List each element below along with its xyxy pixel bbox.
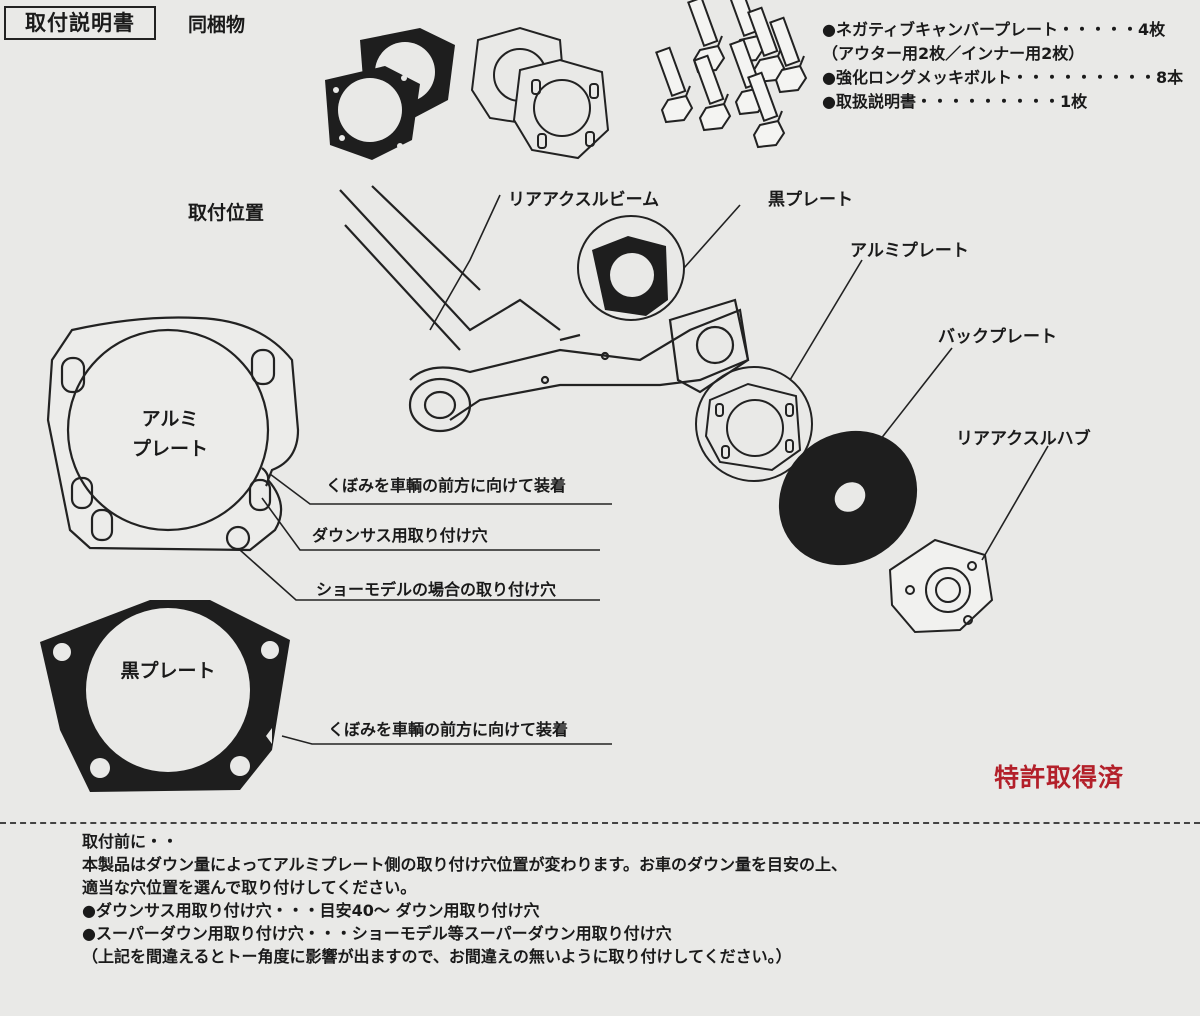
black-plate-inner-label: 黒プレート <box>120 660 216 682</box>
alumi-callout-lines <box>239 473 612 601</box>
alumi-plate-pair-illustration <box>470 26 610 160</box>
note-line: 本製品はダウン量によってアルミプレート側の取り付け穴位置が変わります。お車のダウ… <box>82 855 847 874</box>
contents-item: ●取扱説明書・・・・・・・・・1枚 <box>822 92 1088 111</box>
alumi-plate-inner-label: アルミ プレート <box>131 408 208 460</box>
black-plate-detail-illustration <box>40 600 290 792</box>
contents-list: ●ネガティブキャンバープレート・・・・・4枚 （アウター用2枚／インナー用2枚）… <box>822 18 1183 114</box>
alumi-plate-zoom-illustration <box>695 366 813 482</box>
note-line: 取付前に・・ <box>82 832 179 851</box>
black-callout-line <box>281 735 612 745</box>
installation-notes: 取付前に・・ 本製品はダウン量によってアルミプレート側の取り付け穴位置が変わりま… <box>82 830 847 968</box>
callout-downsus-hole: ダウンサス用取り付け穴 <box>312 526 488 545</box>
bolts-illustration <box>655 0 807 148</box>
section-divider <box>0 822 1200 824</box>
note-line: ●スーパーダウン用取り付け穴・・・ショーモデル等スーパーダウン用取り付け穴 <box>82 924 672 943</box>
patent-badge: 特許取得済 <box>994 763 1125 792</box>
contents-item: ●ネガティブキャンバープレート・・・・・4枚 <box>822 20 1166 39</box>
note-line: ●ダウンサス用取り付け穴・・・目安40～ ダウン用取り付け穴 <box>82 901 540 920</box>
label-black-plate: 黒プレート <box>768 190 853 210</box>
rear-axle-hub-illustration <box>888 538 994 634</box>
back-plate-illustration <box>778 430 918 566</box>
black-plate-zoom-illustration <box>577 215 685 321</box>
leader-lines <box>429 194 1049 561</box>
contents-item: ●強化ロングメッキボルト・・・・・・・・・8本 <box>822 68 1184 87</box>
label-alumi-plate: アルミプレート <box>850 241 969 261</box>
page-title: 取付説明書 <box>4 6 156 40</box>
note-line: （上記を間違えるとトー角度に影響が出ますので、お間違えの無いように取り付けしてく… <box>82 947 792 966</box>
callout-show-model-hole: ショーモデルの場合の取り付け穴 <box>316 580 557 599</box>
label-rear-axle-hub: リアアクスルハブ <box>956 429 1091 449</box>
contents-item: （アウター用2枚／インナー用2枚） <box>822 44 1085 63</box>
note-line: 適当な穴位置を選んで取り付けしてください。 <box>82 878 417 897</box>
callout-black-notch: くぼみを車輌の前方に向けて装着 <box>328 720 569 739</box>
black-plate-pair-illustration <box>325 28 455 160</box>
label-rear-axle-beam: リアアクスルビーム <box>508 190 660 210</box>
rear-axle-beam-illustration <box>339 185 750 433</box>
label-back-plate: バックプレート <box>938 327 1057 347</box>
position-heading: 取付位置 <box>188 202 265 224</box>
contents-heading: 同梱物 <box>188 14 246 36</box>
callout-alumi-notch: くぼみを車輌の前方に向けて装着 <box>326 476 567 495</box>
alumi-plate-detail-illustration <box>46 316 300 552</box>
